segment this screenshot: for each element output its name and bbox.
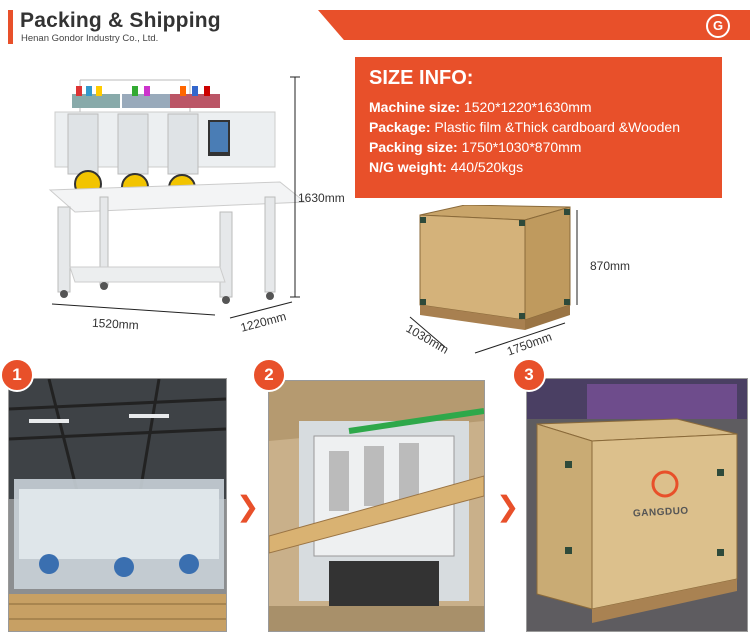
info-label: N/G weight: [369, 159, 447, 175]
step-badge-1: 1 [0, 358, 34, 392]
info-row-weight: N/G weight: 440/520kgs [369, 159, 523, 175]
wooden-crate-image [409, 205, 578, 354]
step-badge-2: 2 [252, 358, 286, 392]
header-accent-bar [8, 10, 13, 44]
info-value: 1750*1030*870mm [461, 139, 582, 155]
step-badge-3: 3 [512, 358, 546, 392]
step-photo-wrapped-machines [8, 378, 227, 632]
info-row-package: Package: Plastic film &Thick cardboard &… [369, 119, 680, 135]
size-info-panel: SIZE INFO: Machine size: 1520*1220*1630m… [355, 57, 722, 198]
info-value: 440/520kgs [450, 159, 524, 175]
info-row-packing-size: Packing size: 1750*1030*870mm [369, 139, 581, 155]
step-photo-machine-in-crate [268, 380, 485, 632]
info-label: Package: [369, 119, 431, 135]
chevron-right-icon: ❯ [236, 491, 260, 522]
machine-height-label: 1630mm [298, 191, 345, 205]
brand-logo-icon: G [706, 14, 730, 38]
info-row-machine-size: Machine size: 1520*1220*1630mm [369, 99, 592, 115]
size-info-title: SIZE INFO: [369, 67, 474, 89]
company-name: Henan Gondor Industry Co., Ltd. [21, 33, 159, 44]
info-label: Machine size: [369, 99, 461, 115]
box-height-label: 870mm [590, 259, 631, 273]
step-photo-sealed-crate: GANGDUO [526, 378, 748, 632]
info-value: 1520*1220*1630mm [463, 99, 592, 115]
info-value: Plastic film &Thick cardboard &Wooden [434, 119, 680, 135]
page-title: Packing & Shipping [20, 9, 221, 32]
chevron-right-icon: ❯ [496, 491, 520, 522]
embroidery-machine-image [48, 76, 307, 319]
info-label: Packing size: [369, 139, 458, 155]
header-ribbon [318, 10, 750, 40]
machine-width-label: 1520mm [91, 315, 140, 333]
